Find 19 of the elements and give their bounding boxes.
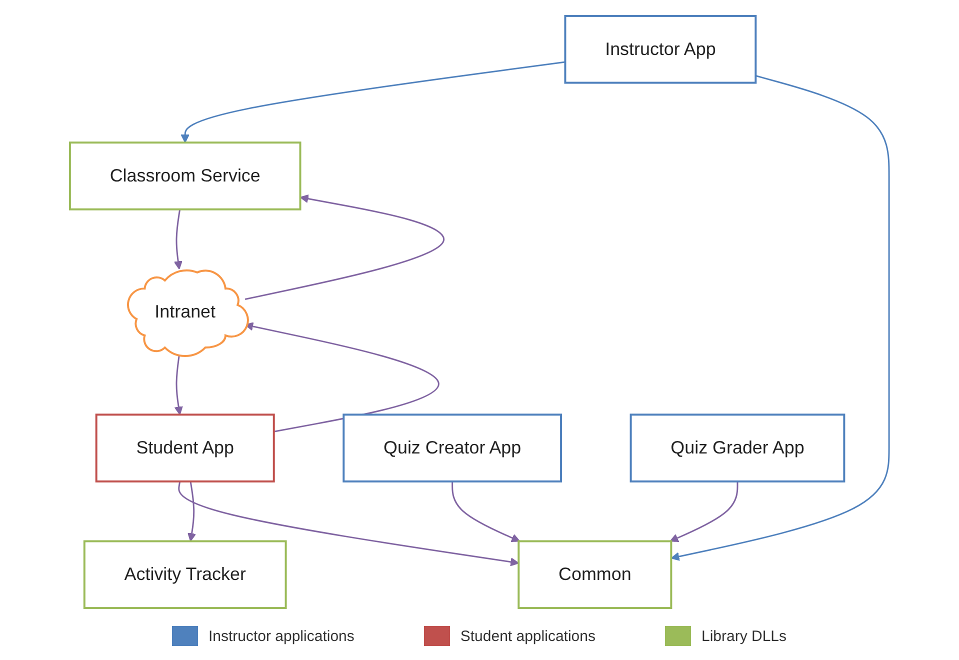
arrow xyxy=(452,481,520,542)
node-box: Instructor App xyxy=(564,14,757,84)
arrow xyxy=(178,481,520,566)
arrow xyxy=(174,354,183,416)
arrow xyxy=(244,194,444,300)
node-box: Activity Tracker xyxy=(83,540,287,610)
node-box: Student App xyxy=(95,414,275,482)
arrow xyxy=(670,481,738,542)
node-box: Common xyxy=(518,540,672,610)
arrow xyxy=(670,75,890,561)
arrow xyxy=(174,209,182,270)
legend-label: Instructor applications xyxy=(208,628,354,644)
node-box: Quiz Grader App xyxy=(630,414,846,482)
arrow xyxy=(180,61,566,143)
arrow xyxy=(187,481,196,542)
node-box: Quiz Creator App xyxy=(342,414,562,482)
legend-label: Student applications xyxy=(460,628,596,644)
node-box: Classroom Service xyxy=(68,142,302,210)
legend-label: Library DLLs xyxy=(701,628,787,644)
